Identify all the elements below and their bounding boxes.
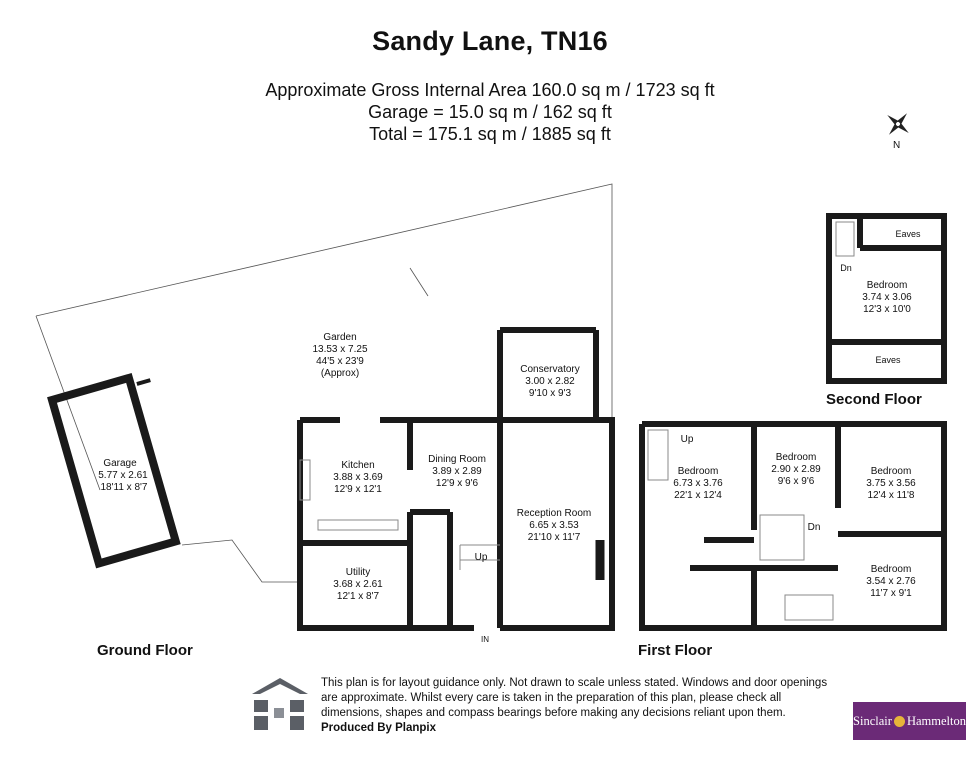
second-stairs-down-label: Dn: [840, 263, 852, 273]
second-floor-walls: [826, 213, 947, 384]
kitchen-imperial: 12'9 x 12'1: [334, 484, 382, 495]
gross-area-text: Approximate Gross Internal Area 160.0 sq…: [265, 80, 715, 100]
compass-rose-icon: [887, 113, 909, 135]
brand-left-text: Sinclair: [853, 713, 892, 728]
disclaimer-block: This plan is for layout guidance only. N…: [321, 676, 841, 736]
bedroom5-name: Bedroom: [867, 280, 908, 291]
garden-imperial: 44'5 x 23'9: [316, 356, 364, 367]
first-stairs-up-label: Up: [681, 434, 694, 445]
brand-right-text: Hammelton: [906, 713, 966, 728]
bedroom1-metric: 6.73 x 3.76: [673, 478, 723, 489]
bedroom2-metric: 2.90 x 2.89: [771, 464, 821, 475]
first-floor-label: First Floor: [638, 642, 712, 659]
utility-imperial: 12'1 x 8'7: [337, 591, 380, 602]
bedroom5-metric: 3.74 x 3.06: [862, 292, 912, 303]
bedroom5-imperial: 12'3 x 10'0: [863, 304, 911, 315]
bedroom2-name: Bedroom: [776, 452, 817, 463]
garden-outline: [35, 183, 613, 583]
reception-imperial: 21'10 x 11'7: [528, 532, 581, 543]
bedroom3-name: Bedroom: [871, 466, 912, 477]
first-stairs-down-label: Dn: [808, 522, 821, 533]
garage-block: [47, 373, 181, 569]
agent-brand-logo: Sinclair Hammelton: [853, 702, 966, 740]
bedroom4-imperial: 11'7 x 9'1: [870, 588, 912, 599]
reception-metric: 6.65 x 3.53: [529, 520, 579, 531]
dining-imperial: 12'9 x 9'6: [436, 478, 479, 489]
first-floor-walls: [639, 421, 947, 631]
conservatory-name: Conservatory: [520, 364, 579, 375]
planpix-logo-icon: [252, 678, 308, 730]
garage-area-text: Garage = 15.0 sq m / 162 sq ft: [368, 102, 612, 122]
dining-metric: 3.89 x 2.89: [432, 466, 482, 477]
eaves-top-label: Eaves: [895, 229, 921, 239]
entrance-label: IN: [481, 635, 489, 644]
bedroom2-imperial: 9'6 x 9'6: [778, 476, 815, 487]
bedroom1-name: Bedroom: [678, 466, 719, 477]
ground-floor-label: Ground Floor: [97, 642, 193, 659]
kitchen-metric: 3.88 x 3.69: [333, 472, 383, 483]
garage-imperial: 18'11 x 8'7: [100, 482, 147, 493]
kitchen-name: Kitchen: [341, 460, 374, 471]
garage-name: Garage: [103, 458, 137, 469]
compass-label: N: [893, 140, 900, 151]
produced-by-text: Produced By Planpix: [321, 722, 437, 734]
bedroom3-imperial: 12'4 x 11'8: [867, 490, 914, 501]
garden-name: Garden: [323, 332, 356, 343]
ground-stairs-label: Up: [475, 552, 488, 563]
total-area-text: Total = 175.1 sq m / 1885 sq ft: [369, 124, 611, 144]
garden-metric: 13.53 x 7.25: [312, 344, 367, 355]
bedroom4-metric: 3.54 x 2.76: [866, 576, 916, 587]
second-floor-label: Second Floor: [826, 391, 922, 408]
conservatory-metric: 3.00 x 2.82: [525, 376, 575, 387]
reception-name: Reception Room: [517, 508, 591, 519]
bedroom3-metric: 3.75 x 3.56: [866, 478, 916, 489]
garden-note: (Approx): [321, 368, 359, 379]
garage-metric: 5.77 x 2.61: [98, 470, 148, 481]
ground-floor-walls: [297, 327, 615, 631]
conservatory-imperial: 9'10 x 9'3: [529, 388, 572, 399]
bedroom1-imperial: 22'1 x 12'4: [674, 490, 722, 501]
dining-name: Dining Room: [428, 454, 486, 465]
bedroom4-name: Bedroom: [871, 564, 912, 575]
utility-name: Utility: [346, 567, 370, 578]
utility-metric: 3.68 x 2.61: [333, 579, 383, 590]
eaves-bottom-label: Eaves: [875, 355, 901, 365]
brand-emblem-icon: [893, 715, 905, 727]
plan-title: Sandy Lane, TN16: [372, 26, 608, 56]
disclaimer-text: This plan is for layout guidance only. N…: [321, 677, 828, 719]
